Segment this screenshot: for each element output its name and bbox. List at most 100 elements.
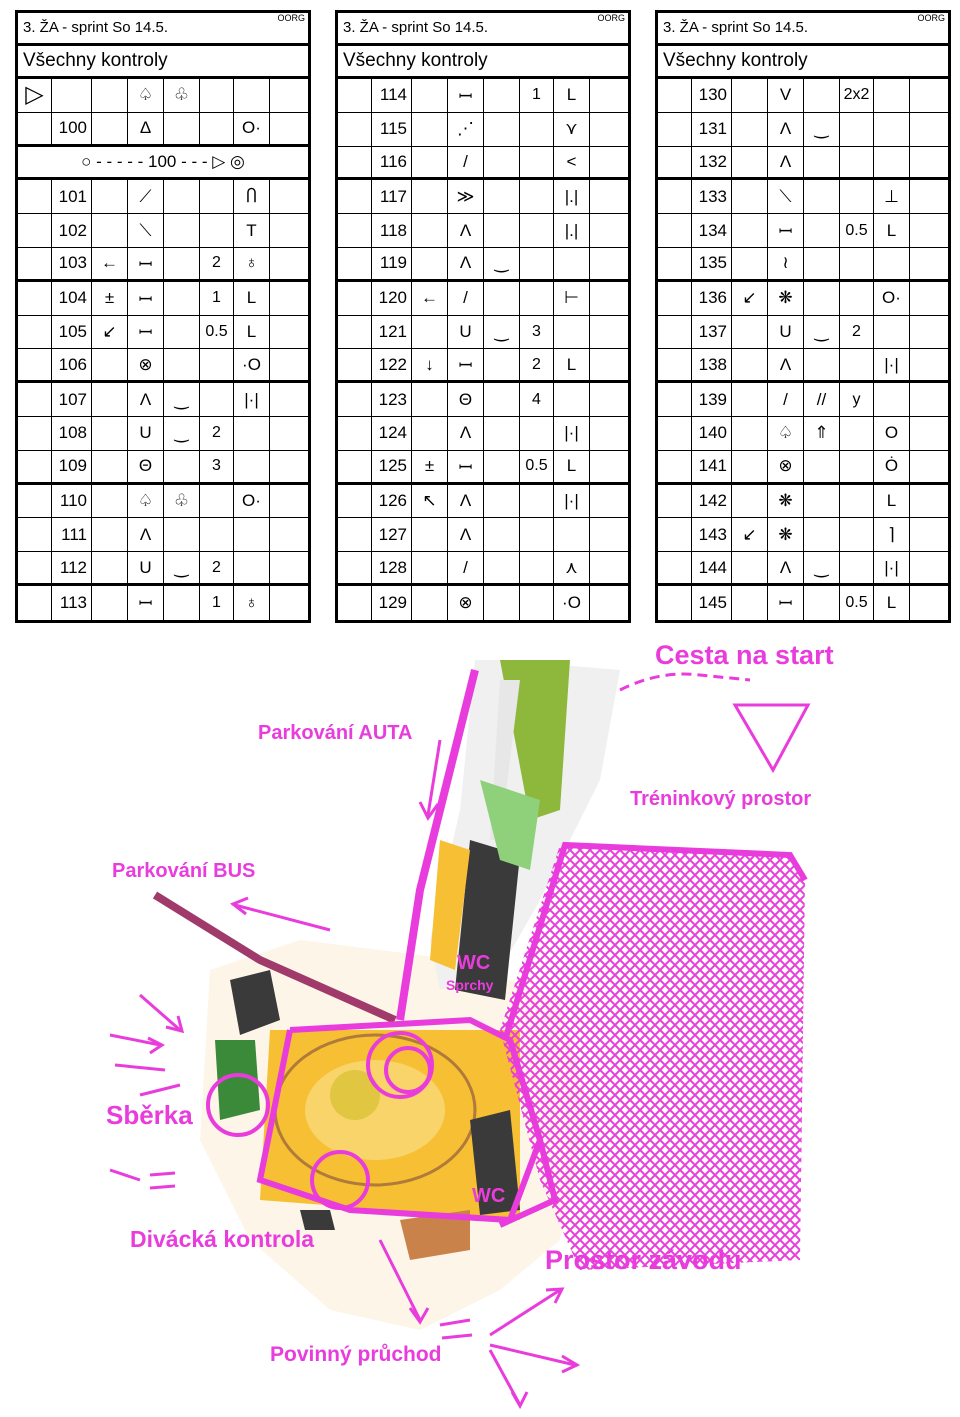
- position-icon: L: [874, 484, 910, 518]
- feature2-icon: [484, 416, 520, 450]
- dimension-value: [840, 552, 874, 583]
- label-sberka: Sběrka: [106, 1100, 193, 1130]
- direction-cell: ↖: [412, 484, 448, 518]
- direction-cell: [732, 349, 768, 381]
- feature2-icon: [484, 585, 520, 620]
- feature2-icon: [484, 79, 520, 112]
- direction-cell: [412, 518, 448, 552]
- control-number: 117: [372, 180, 412, 214]
- code-cell: [658, 349, 692, 381]
- direction-cell: [412, 585, 448, 620]
- feature-icon: U: [128, 552, 164, 583]
- code-cell: [658, 146, 692, 178]
- control-number: 126: [372, 484, 412, 518]
- position-icon: O·: [234, 112, 270, 144]
- feature-icon: /: [768, 383, 804, 416]
- feature-icon: ♤: [128, 484, 164, 518]
- code-cell: [18, 281, 52, 315]
- position-icon: [554, 383, 590, 416]
- extra-cell: [590, 316, 628, 349]
- dimension-value: 0.5: [200, 315, 234, 349]
- code-cell: [18, 484, 52, 518]
- position-icon: O·: [874, 281, 910, 315]
- feature-icon: ♤: [768, 416, 804, 450]
- feature2-icon: ‿: [484, 247, 520, 279]
- extra-cell: [590, 383, 628, 416]
- control-row: 141⊗Ȯ: [658, 450, 948, 485]
- control-number: 134: [692, 214, 732, 247]
- code-cell: [18, 383, 52, 416]
- dimension-value: [200, 349, 234, 381]
- feature-icon: Λ: [128, 518, 164, 552]
- code-cell: [338, 180, 372, 214]
- extra-cell: [270, 383, 308, 416]
- extra-cell: [910, 113, 948, 146]
- sheet-header: 3. ŽA - sprint So 14.5. OORG: [338, 13, 628, 46]
- direction-cell: [92, 383, 128, 416]
- direction-cell: [732, 450, 768, 482]
- feature2-icon: ♧: [164, 484, 200, 518]
- position-icon: ⋎: [554, 112, 590, 146]
- code-cell: [338, 315, 372, 349]
- direction-cell: [92, 484, 128, 518]
- extra-cell: [270, 349, 308, 380]
- extra-cell: [590, 248, 628, 279]
- direction-cell: ↓: [412, 349, 448, 381]
- control-row: 133⟍⊥: [658, 180, 948, 215]
- feature2-icon: [804, 146, 840, 178]
- position-icon: [874, 315, 910, 349]
- code-cell: [338, 281, 372, 315]
- feature2-icon: [484, 112, 520, 146]
- feature-icon: ⋰: [448, 112, 484, 146]
- feature2-icon: //: [804, 383, 840, 416]
- map-graphic: [109, 660, 811, 1410]
- extra-cell: [910, 147, 948, 178]
- control-circle: [384, 1046, 432, 1094]
- dimension-value: 2: [200, 416, 234, 450]
- extra-cell: [590, 451, 628, 482]
- dimension-value: [200, 518, 234, 552]
- training-area-hatch: [500, 845, 805, 1270]
- direction-cell: [732, 214, 768, 247]
- feature-icon: ⟍: [768, 180, 804, 214]
- direction-cell: [92, 518, 128, 552]
- feature2-icon: [804, 79, 840, 112]
- dimension-value: [520, 281, 554, 315]
- dimension-value: [520, 214, 554, 247]
- feature2-icon: [804, 484, 840, 518]
- control-number: 106: [52, 349, 92, 381]
- extra-cell: [270, 451, 308, 482]
- control-row: 117≫|.|: [338, 180, 628, 215]
- control-number: 112: [52, 552, 92, 583]
- start-triangle-icon: [732, 703, 811, 774]
- control-number: 124: [372, 416, 412, 450]
- extra-cell: [910, 349, 948, 380]
- direction-cell: [732, 585, 768, 620]
- position-icon: |·|: [554, 484, 590, 518]
- dimension-value: [520, 416, 554, 450]
- position-icon: ⊢: [554, 281, 590, 315]
- direction-cell: [412, 383, 448, 416]
- control-number: 133: [692, 180, 732, 214]
- control-number: 120: [372, 281, 412, 315]
- control-number: 142: [692, 484, 732, 518]
- sheet-title: 3. ŽA - sprint So 14.5.: [23, 19, 169, 36]
- feature-icon: ꟷ: [128, 247, 164, 279]
- control-row: 120←/⊢: [338, 281, 628, 316]
- control-number: 103: [52, 247, 92, 279]
- code-cell: [338, 552, 372, 583]
- feature2-icon: [484, 349, 520, 381]
- feature-icon: Λ: [768, 552, 804, 583]
- organizer-tag: OORG: [277, 13, 305, 23]
- dimension-value: 1: [200, 585, 234, 620]
- dimension-value: 0.5: [840, 214, 874, 247]
- spectator-circle: [310, 1150, 370, 1210]
- dimension-value: [520, 552, 554, 583]
- code-cell: [18, 315, 52, 349]
